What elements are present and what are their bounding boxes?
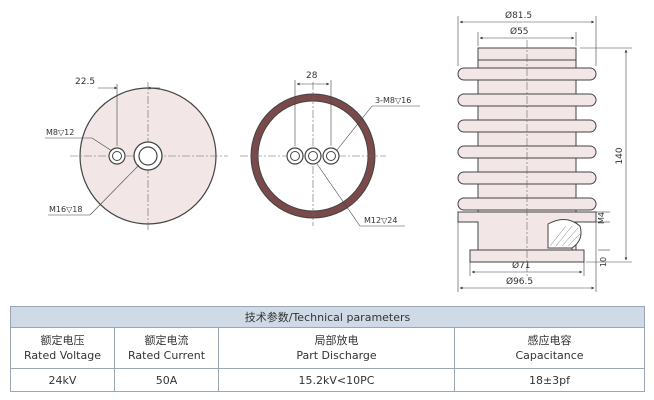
- value-text: 24kV: [48, 373, 77, 387]
- header-cell: 感应电容 Capacitance: [453, 327, 646, 369]
- header-cell: 额定电压 Rated Voltage: [10, 327, 115, 369]
- right-dim-outer: Ø81.5: [505, 10, 532, 21]
- header-en: Capacitance: [515, 349, 584, 362]
- right-dim-m4: M4: [597, 212, 606, 224]
- technical-parameters-table: 技术参数/Technical parameters 额定电压 Rated Volt…: [9, 306, 646, 392]
- header-zh: 额定电压: [40, 334, 85, 347]
- header-cell: 额定电流 Rated Current: [114, 327, 219, 369]
- value-cell: 18±3pf: [453, 368, 646, 392]
- middle-view: 28 3-M8▽16 M12▽24: [240, 71, 420, 227]
- right-dim-height: 140: [615, 147, 625, 164]
- value-text: 50A: [155, 373, 178, 387]
- right-dim-top: Ø55: [510, 26, 529, 37]
- value-text: 15.2kV<10PC: [298, 373, 375, 387]
- left-label-hole: M8▽12: [46, 128, 74, 137]
- header-zh: 感应电容: [527, 334, 572, 347]
- value-text: 18±3pf: [528, 373, 571, 387]
- middle-hole-center-inner: [308, 151, 318, 161]
- value-cell: 24kV: [10, 368, 115, 392]
- right-section-hatch: [547, 219, 582, 249]
- table-title: 技术参数/Technical parameters: [9, 306, 646, 328]
- value-cell: 50A: [114, 368, 219, 392]
- middle-dim-top: 28: [306, 71, 318, 81]
- left-label-center: M16▽18: [49, 205, 82, 214]
- left-view: 22.5 M8▽12 M16▽18: [45, 77, 228, 232]
- left-dim-top: 22.5: [75, 77, 95, 87]
- middle-label-holes: 3-M8▽16: [375, 96, 411, 105]
- header-en: Rated Current: [127, 349, 206, 362]
- table-title-row: 技术参数/Technical parameters: [9, 306, 646, 328]
- right-dim-base: Ø71: [512, 260, 531, 271]
- right-dim-bottom: Ø96.5: [506, 276, 533, 287]
- header-zh: 局部放电: [314, 334, 359, 347]
- middle-label-center: M12▽24: [364, 216, 397, 225]
- technical-drawing: 22.5 M8▽12 M16▽18 28 3-M8▽16 M: [45, 10, 632, 292]
- left-center-hole-inner: [138, 146, 158, 166]
- value-cell: 15.2kV<10PC: [218, 368, 455, 392]
- middle-hole-left-inner: [290, 151, 300, 161]
- header-cell: 局部放电 Part Discharge: [218, 327, 455, 369]
- right-dim-base-h: 10: [599, 257, 608, 267]
- middle-hole-right-inner: [326, 151, 336, 161]
- table-header-row: 额定电压 Rated Voltage 额定电流 Rated Current 局部放电…: [10, 327, 646, 369]
- right-view: Ø81.5 Ø55 140 M4 10 Ø71 Ø96.5: [457, 10, 632, 292]
- header-en: Part Discharge: [296, 349, 377, 362]
- header-en: Rated Voltage: [24, 349, 101, 362]
- header-zh: 额定电流: [144, 334, 189, 347]
- left-offset-hole-inner: [112, 151, 122, 161]
- table-value-row: 24kV 50A 15.2kV<10PC 18±3pf: [10, 368, 646, 392]
